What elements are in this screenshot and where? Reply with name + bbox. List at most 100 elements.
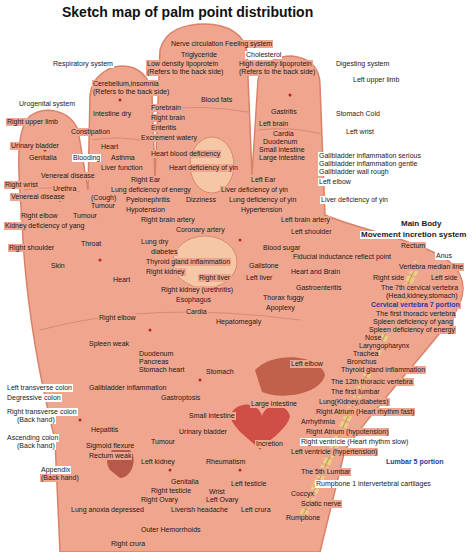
finger-creases (24, 107, 322, 330)
point-label: Hepatitis (90, 426, 119, 434)
point-label: Stomach (205, 368, 235, 376)
point-label: Heart deficiency of yin (168, 164, 239, 172)
point-label: Gastroptosis (160, 394, 201, 402)
point-label: Appendix (40, 466, 71, 474)
liver (255, 357, 325, 395)
point-label: Dizziness (185, 196, 217, 204)
point-label: Urinary bladder (178, 428, 228, 436)
point-label: Liver deficiency of yin (320, 196, 389, 204)
point-label: Spleen deficiency of yang (372, 318, 454, 326)
point-label: (Head,kidney,stomach) (385, 292, 458, 300)
point-label: Left upper limb (352, 76, 400, 84)
point-label: Left wrist (345, 128, 375, 136)
point-label: Right Ovary (140, 496, 179, 504)
point-label: Right Atrium (hypotension) (305, 428, 389, 436)
point-label: Heart (100, 143, 119, 151)
point-label: Urogenital system (18, 100, 76, 108)
point-label: Blooding (72, 154, 101, 162)
point-label: Fiducial inductance reflect point (292, 253, 392, 261)
point-label: Cardia (272, 130, 295, 138)
point-label: Heart (112, 276, 131, 284)
point-label: Urinary bladder (10, 142, 60, 150)
point-label: Duodenum (262, 138, 298, 146)
point-label: Liver function (100, 164, 144, 172)
point-label: (Refers to the back side) (92, 88, 170, 96)
point-label: Lung anoxia depressed (70, 506, 145, 514)
point-label: Rheumatism (205, 458, 246, 466)
point-label: Right ventricle (Heart rhythm slow) (300, 438, 409, 446)
point-label: Right shoulder (8, 244, 55, 252)
point-label: Urethra (52, 185, 77, 193)
point-label: Constipation (70, 128, 111, 136)
point-label: Rumpbone 1 intervertebral cartilages (315, 480, 432, 488)
point-label: Right elbow (98, 314, 137, 322)
point-label: Lung(Kidney,diabetes) (318, 398, 390, 406)
point-label: Right elbow (20, 212, 59, 220)
point-label: (Refers to the back side) (238, 68, 316, 76)
point-label: Ascending colon (6, 434, 59, 442)
point-label: The 5th Lumbar (300, 468, 351, 476)
point-label: Genitalia (28, 154, 58, 162)
point-label: Vertebra median line (398, 263, 464, 271)
point-label: Gastritis (270, 108, 298, 116)
point-label: Trachea (352, 350, 379, 358)
point-label: Gastroenteritis (295, 284, 343, 292)
point-label: Left transverse colon (6, 384, 73, 392)
point-label: Rumpbone (285, 514, 321, 522)
point-label: Pancreas (138, 358, 170, 366)
point-label: Incretion (255, 440, 284, 448)
point-label: Left brain artery (280, 216, 331, 224)
point-label: Left testicle (230, 480, 267, 488)
point-label: Digesting system (335, 60, 390, 68)
point-label: Tumour (90, 202, 116, 210)
point-label: Apoplexy (265, 304, 296, 312)
point-label: Left elbow (318, 178, 352, 186)
point-label: Gallstone (248, 262, 280, 270)
hand-outline (19, 24, 463, 552)
point-label: Right upper limb (6, 118, 59, 126)
point-label: Stomach Cold (335, 110, 381, 118)
point-label: Left Ear (250, 176, 277, 184)
point-dots (44, 61, 302, 472)
point-label: Right transverse colon (6, 408, 78, 416)
point-label: Left shoulder (290, 228, 332, 236)
point-label: Excrement watery (140, 134, 198, 142)
point-label: Main Body (400, 220, 442, 228)
point-label: (Back hand) (16, 416, 56, 424)
point-label: The 12th thoracic vertebra (330, 378, 414, 386)
point-label: Intestine dry (92, 110, 132, 118)
point-label: Gallbladder inflammation gentle (318, 160, 418, 168)
point-label: (Back hand) (16, 442, 56, 450)
point-label: Thorax fuggy (262, 294, 305, 302)
point-label: Heart blood deficiency (150, 150, 221, 158)
point-label: Hypotension (125, 206, 166, 214)
point-label: Thyroid gland inflammation (145, 258, 231, 266)
point-label: Thyroid gland inflammation (340, 366, 426, 374)
point-label: Left liver (245, 274, 273, 282)
point-label: Right brain artery (140, 216, 196, 224)
point-label: Right liver (198, 274, 231, 282)
point-label: Nerve circulation Feeling system (170, 40, 273, 48)
point-label: Tumour (72, 212, 98, 220)
point-label: Kidney deficiency of yang (4, 222, 85, 230)
point-label: Asthma (110, 154, 136, 162)
point-label: Hypertension (240, 206, 283, 214)
point-label: Left Ovary (205, 496, 239, 504)
point-label: Lung deficiency of energy (110, 186, 192, 194)
point-label: Gallbladder inflammation serious (318, 152, 422, 160)
point-label: (Back hand) (40, 474, 80, 482)
point-label: Low density lipoprotein (146, 60, 219, 68)
point-label: Left brain (258, 120, 289, 128)
point-label: Forebrain (150, 104, 182, 112)
point-label: Tumour (150, 438, 176, 446)
point-label: Movement incretion system (360, 231, 467, 239)
point-label: Right kidney (145, 268, 186, 276)
point-label: Wrist (208, 488, 226, 496)
point-label: Gallbladder wall rough (318, 168, 390, 176)
point-label: The 7th cervical vertebra (380, 284, 459, 292)
point-label: Coronary artery (175, 226, 226, 234)
point-label: Pyelonephritis (125, 196, 171, 204)
point-label: Left side (430, 274, 458, 282)
title: Sketch map of palm point distribution (62, 4, 313, 20)
point-label: Stomach heart (138, 366, 186, 374)
